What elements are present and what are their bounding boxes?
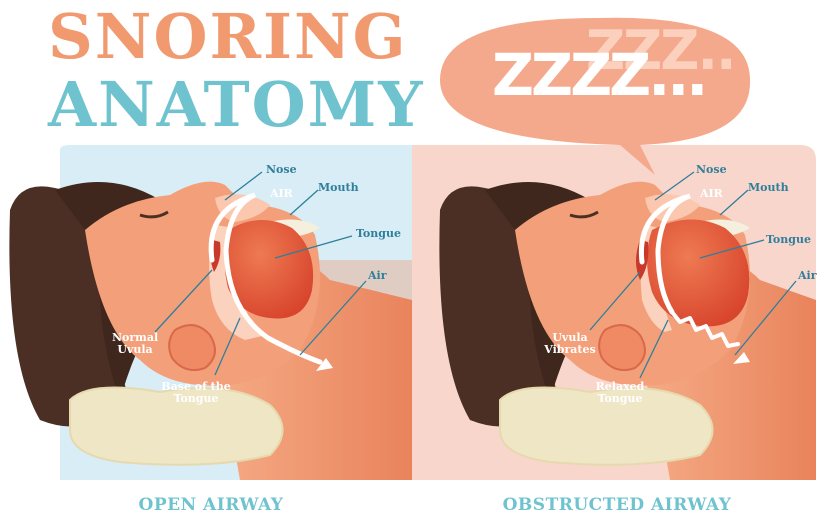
left-ear (169, 325, 215, 370)
right-label-tongue-base: Relaxed Tongue (594, 381, 646, 405)
left-label-tongue: Tongue (356, 228, 401, 240)
snore-text-front: ZZZZ... (492, 46, 705, 104)
right-label-uvula: Uvula Vibrates (540, 332, 600, 356)
title-anatomy: ANATOMY (48, 74, 425, 136)
left-label-air-upper: AIR (270, 188, 293, 200)
left-label-uvula: Normal Uvula (112, 332, 158, 356)
open-airway-panel (9, 145, 412, 480)
left-label-mouth: Mouth (318, 182, 359, 194)
right-label-air-upper: AIR (700, 188, 723, 200)
left-label-air-lower: Air (368, 270, 387, 282)
left-label-nose: Nose (266, 164, 297, 176)
right-label-air-lower: Air (798, 270, 817, 282)
caption-obstructed-airway: OBSTRUCTED AIRWAY (452, 497, 782, 514)
left-label-tongue-base: Base of the Tongue (160, 381, 232, 405)
caption-open-airway: OPEN AIRWAY (46, 497, 376, 514)
right-ear (599, 325, 645, 370)
right-label-mouth: Mouth (748, 182, 789, 194)
right-label-nose: Nose (696, 164, 727, 176)
title-snoring: SNORING (48, 6, 408, 68)
right-label-tongue: Tongue (766, 234, 811, 246)
